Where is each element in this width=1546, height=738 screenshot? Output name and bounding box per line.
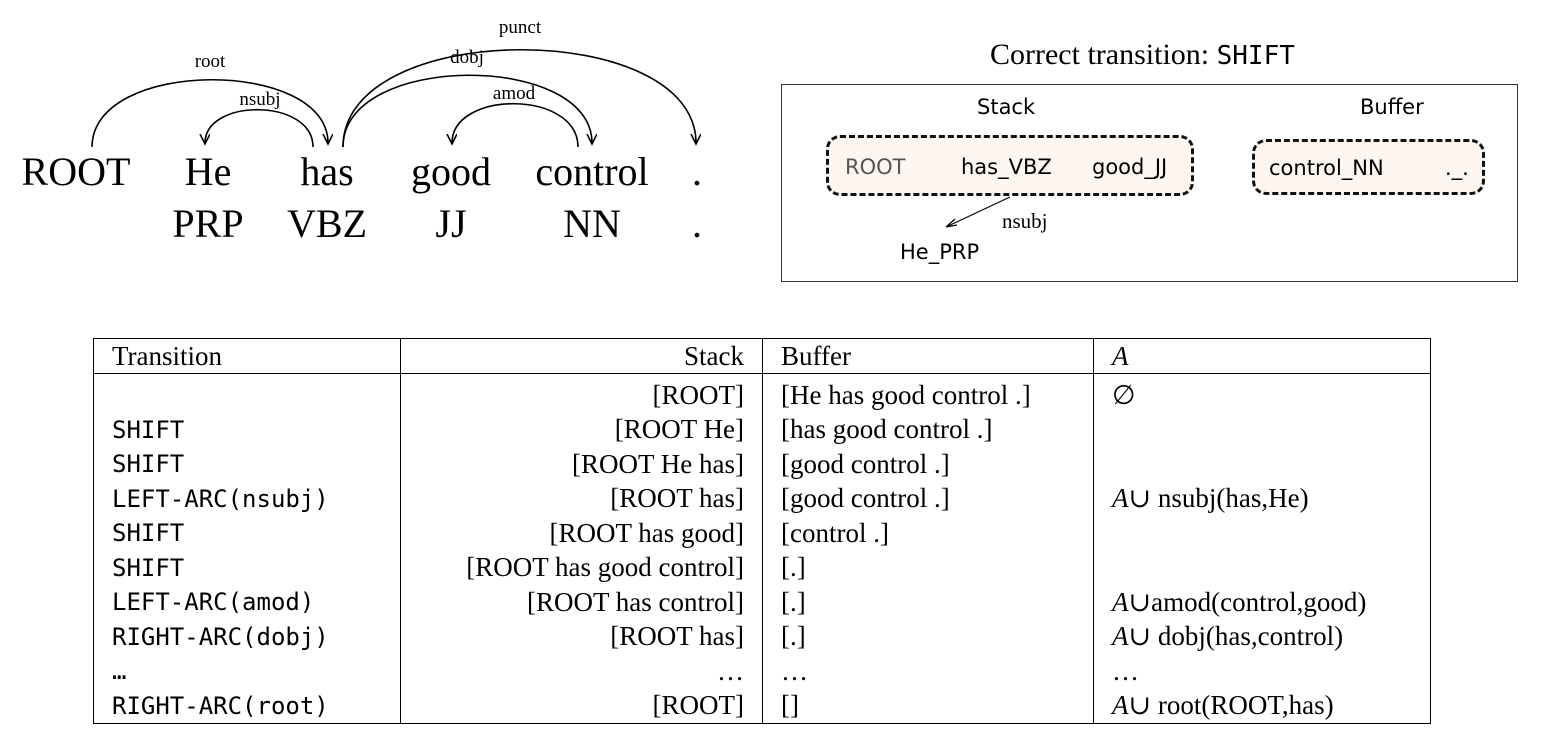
cell-buffer: [He has good control .] <box>762 373 1094 413</box>
header-transition: Transition <box>93 338 401 374</box>
word-control: control <box>535 149 649 194</box>
cell-buffer: [good control .] <box>762 447 1094 482</box>
word-he: He <box>184 149 232 194</box>
arc-label-punct: punct <box>498 17 542 38</box>
cell-arcs <box>1094 551 1431 586</box>
cell-transition: SHIFT <box>93 447 401 482</box>
cell-transition: SHIFT <box>93 412 401 447</box>
buffer-item-control: control_NN <box>1269 156 1384 180</box>
table-row: RIGHT-ARC(root)[ROOT][] A∪ root(ROOT,has) <box>93 688 1431 724</box>
cell-transition: RIGHT-ARC(dobj) <box>93 619 401 654</box>
cell-stack: [ROOT has] <box>400 619 763 654</box>
cell-buffer: [has good control .] <box>762 412 1094 447</box>
cell-transition: SHIFT <box>93 516 401 551</box>
table-row: SHIFT[ROOT has good][control .] <box>93 516 1431 551</box>
stack-item-has: has_VBZ <box>961 155 1052 179</box>
cell-arcs: A∪ nsubj(has,He) <box>1112 483 1309 514</box>
buffer-container: control_NN ._. <box>1252 139 1485 195</box>
arc-label-nsubj: nsubj <box>239 89 281 110</box>
dependent-word: He_PRP <box>900 240 980 264</box>
cell-stack: [ROOT He] <box>400 412 763 447</box>
cell-arcs <box>1094 413 1431 448</box>
cell-stack: [ROOT] <box>400 688 763 724</box>
table-row: SHIFT[ROOT He has][good control .] <box>93 447 1431 482</box>
word-root: ROOT <box>21 149 131 194</box>
word-good: good <box>411 149 491 194</box>
cell-arcs: A∪ root(ROOT,has) <box>1112 690 1334 721</box>
dependent-arc-label: nsubj <box>1002 209 1048 233</box>
cell-stack: [ROOT He has] <box>400 447 763 482</box>
table-body: [ROOT][He has good control .]∅SHIFT[ROOT… <box>93 373 1431 724</box>
tag-period: . <box>692 201 702 246</box>
cell-arcs <box>1094 447 1431 482</box>
cell-buffer: [] <box>762 688 1094 724</box>
header-stack: Stack <box>400 338 763 374</box>
stack-item-good: good_JJ <box>1092 155 1168 179</box>
word-has: has <box>300 149 354 194</box>
arc-label-amod: amod <box>492 83 536 104</box>
arc-punct <box>342 49 696 148</box>
config-title-transition: SHIFT <box>1216 41 1295 71</box>
cell-arcs: A∪amod(control,good) <box>1112 586 1367 617</box>
cell-buffer: [control .] <box>762 516 1094 551</box>
cell-arcs <box>1094 516 1431 551</box>
cell-stack: [ROOT has good] <box>400 516 763 551</box>
tag-vbz: VBZ <box>287 201 367 246</box>
table-row: [ROOT][He has good control .] ∅ <box>93 373 1431 413</box>
cell-transition: LEFT-ARC(nsubj) <box>93 481 401 516</box>
arc-root <box>91 79 328 148</box>
header-buffer: Buffer <box>762 338 1094 374</box>
stack-label: Stack <box>977 95 1036 119</box>
stack-container: ROOT has_VBZ good_JJ <box>826 135 1194 196</box>
arc-dobj <box>342 74 592 148</box>
cell-stack: [ROOT has] <box>400 481 763 516</box>
cell-arcs: ∅ <box>1112 379 1136 410</box>
cell-transition: … <box>93 654 401 689</box>
cell-transition <box>93 373 401 413</box>
config-title: Correct transition: SHIFT <box>990 38 1295 72</box>
cell-stack: [ROOT] <box>400 373 763 413</box>
transition-table: Transition Stack Buffer A [ROOT][He has … <box>93 338 1431 724</box>
cell-transition: SHIFT <box>93 550 401 585</box>
tag-jj: JJ <box>435 201 467 246</box>
buffer-item-period: ._. <box>1445 156 1469 180</box>
tag-prp: PRP <box>172 201 244 246</box>
cell-stack: [ROOT has control] <box>400 585 763 620</box>
word-period: . <box>692 149 702 194</box>
cell-stack: [ROOT has good control] <box>400 550 763 585</box>
cell-buffer: [good control .] <box>762 481 1094 516</box>
arc-label-root: root <box>194 51 226 72</box>
cell-buffer: [.] <box>762 585 1094 620</box>
parser-configuration-box: Stack Buffer ROOT has_VBZ good_JJ contro… <box>781 84 1518 282</box>
table-row: LEFT-ARC(nsubj)[ROOT has][good control .… <box>93 481 1431 516</box>
cell-buffer: [.] <box>762 550 1094 585</box>
dependency-arcs <box>91 49 760 148</box>
cell-transition: LEFT-ARC(amod) <box>93 585 401 620</box>
stack-item-root: ROOT <box>845 155 906 179</box>
header-arcs: A <box>1093 338 1431 374</box>
table-row: SHIFT[ROOT has good control][.] <box>93 550 1431 586</box>
cell-transition: RIGHT-ARC(root) <box>93 688 401 724</box>
arc-nsubj <box>205 109 314 148</box>
cell-arcs: … <box>1112 655 1139 686</box>
cell-buffer: … <box>762 654 1094 689</box>
table-row: SHIFT[ROOT He][has good control .] <box>93 412 1431 448</box>
tag-nn: NN <box>563 201 621 246</box>
arc-label-dobj: dobj <box>450 47 484 68</box>
table-row: ………… <box>93 654 1431 689</box>
buffer-label: Buffer <box>1360 95 1424 119</box>
arc-amod <box>452 102 579 148</box>
config-title-prefix: Correct transition: <box>990 38 1210 71</box>
cell-stack: … <box>400 654 763 689</box>
table-header-row: Transition Stack Buffer A <box>93 338 1431 374</box>
table-row: RIGHT-ARC(dobj)[ROOT has][.] A∪ dobj(has,… <box>93 619 1431 654</box>
cell-arcs: A∪ dobj(has,control) <box>1112 621 1344 652</box>
table-row: LEFT-ARC(amod)[ROOT has control][.] A∪amo… <box>93 585 1431 620</box>
nsubj-arc-arrow <box>945 196 1011 228</box>
dependency-tree: root nsubj punct dobj amod ROOT He has g… <box>0 0 760 300</box>
cell-buffer: [.] <box>762 619 1094 654</box>
